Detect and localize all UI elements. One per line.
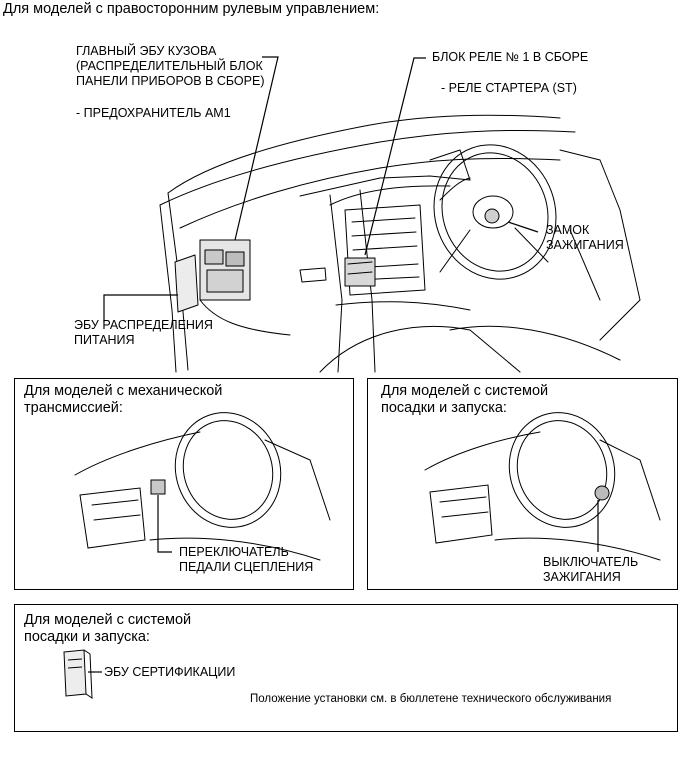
- smart-entry-heading: Для моделей с системой посадки и запуска…: [381, 383, 549, 417]
- service-note: Положение установки см. в бюллетене техн…: [250, 693, 612, 705]
- smart-entry-panel: [367, 378, 678, 590]
- body-ecu-leader: [234, 56, 279, 241]
- ignition-lock-label: ЗАМОК ЗАЖИГАНИЯ: [546, 223, 624, 252]
- relay-block-label: БЛОК РЕЛЕ № 1 В СБОРЕ: [432, 50, 589, 64]
- manual-transmission-panel: [14, 378, 354, 590]
- clutch-switch-leader: [157, 495, 172, 553]
- relay-block-leader: [364, 57, 426, 256]
- certification-panel: [14, 604, 678, 732]
- starter-relay-label: - РЕЛЕ СТАРТЕРА (ST): [441, 81, 577, 95]
- ignition-lock-leader: [507, 221, 539, 233]
- power-ecu-label: ЭБУ РАСПРЕДЕЛЕНИЯ ПИТАНИЯ: [74, 318, 213, 347]
- certification-heading: Для моделей с системой посадки и запуска…: [24, 612, 192, 646]
- page-title: Для моделей с правосторонним рулевым упр…: [3, 1, 380, 17]
- body-ecu-label: ГЛАВНЫЙ ЭБУ КУЗОВА (РАСПРЕДЕЛИТЕЛЬНЫЙ БЛ…: [76, 44, 265, 88]
- certification-ecu-label: ЭБУ СЕРТИФИКАЦИИ: [104, 665, 236, 679]
- clutch-switch-label: ПЕРЕКЛЮЧАТЕЛЬ ПЕДАЛИ СЦЕПЛЕНИЯ: [179, 545, 314, 574]
- ignition-switch-label: ВЫКЛЮЧАТЕЛЬ ЗАЖИГАНИЯ: [543, 555, 639, 584]
- manual-transmission-heading: Для моделей с механической трансмиссией:: [24, 383, 223, 417]
- fuse-am1-label: - ПРЕДОХРАНИТЕЛЬ AM1: [76, 106, 231, 120]
- power-ecu-leader: [103, 294, 178, 322]
